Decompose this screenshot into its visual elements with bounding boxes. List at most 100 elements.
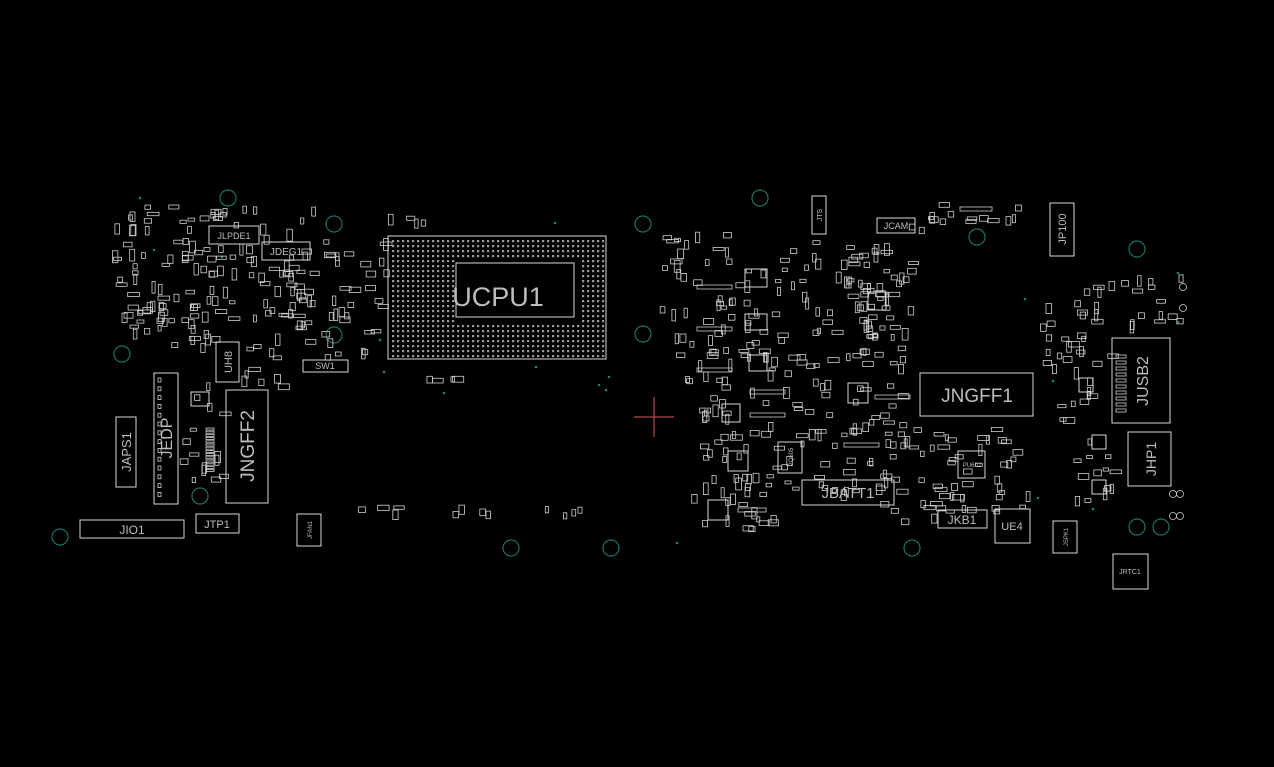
jspk1-label: JSPK1 — [1064, 527, 1070, 546]
jbatt1-label: JBATT1 — [821, 485, 874, 502]
bga-ball — [417, 325, 420, 328]
bga-ball — [587, 295, 590, 298]
bga-ball — [427, 300, 430, 303]
bga-ball — [522, 355, 525, 358]
bga-ball — [417, 270, 420, 273]
bga-ball — [482, 250, 485, 253]
jedp-connector[interactable]: JEDP — [153, 372, 179, 505]
smd-pad — [784, 370, 792, 378]
bga-ball — [497, 325, 500, 328]
bga-ball — [537, 345, 540, 348]
bga-ball — [472, 335, 475, 338]
uh8-chip[interactable]: UH8 — [215, 341, 240, 383]
jts-connector[interactable]: JTS — [811, 195, 827, 235]
smd-pad — [898, 363, 904, 375]
smd-pad — [325, 253, 337, 258]
smd-pad — [113, 256, 122, 261]
bga-ball — [412, 305, 415, 308]
bga-ball — [587, 280, 590, 283]
smd-pad — [899, 356, 906, 364]
connector-pin — [157, 403, 162, 409]
jfan1-connector[interactable]: JFAN1 — [296, 513, 322, 547]
jtp1-connector[interactable]: JTP1 — [195, 513, 240, 534]
smd-pad — [954, 454, 964, 460]
smd-pad — [263, 299, 268, 309]
bga-ball — [432, 340, 435, 343]
ucpu1-package[interactable]: UCPU1 — [387, 235, 607, 360]
smd-pad — [884, 431, 893, 436]
ue4-chip[interactable]: UE4 — [994, 508, 1031, 544]
jbatt1-connector[interactable]: JBATT1 — [801, 479, 895, 506]
smd-pad — [853, 398, 859, 406]
smd-pad — [206, 382, 211, 391]
jhp1-connector[interactable]: JHP1 — [1127, 431, 1172, 487]
bga-ball — [587, 315, 590, 318]
smd-pad — [344, 312, 350, 320]
smd-pad — [1137, 275, 1142, 287]
bga-ball — [392, 240, 395, 243]
bga-ball — [562, 240, 565, 243]
bga-ball — [507, 255, 510, 258]
smd-pad — [862, 360, 874, 367]
connector-pin — [1115, 360, 1127, 365]
bga-ball — [412, 320, 415, 323]
jlpde1-connector[interactable]: JLPDE1 — [208, 225, 260, 245]
jrtc1-connector[interactable]: JRTC1 — [1112, 553, 1149, 590]
bga-ball — [432, 310, 435, 313]
jspk1-connector[interactable]: JSPK1 — [1052, 520, 1078, 554]
smd-pad — [868, 314, 878, 320]
connector-pin — [205, 433, 215, 437]
smd-pad — [327, 338, 334, 348]
bga-ball — [392, 320, 395, 323]
connector-pin — [157, 386, 162, 392]
japs1-connector[interactable]: JAPS1 — [115, 416, 137, 488]
smd-pad — [685, 376, 690, 383]
mounting-hole — [325, 326, 343, 344]
bga-ball — [432, 245, 435, 248]
bga-ball — [492, 350, 495, 353]
smd-pad — [860, 387, 872, 392]
jtp1-label: JTP1 — [204, 519, 230, 531]
bga-ball — [427, 325, 430, 328]
smd-pad — [703, 371, 709, 382]
ic-package — [1091, 479, 1107, 495]
jio1-connector[interactable]: JIO1 — [79, 519, 185, 539]
jkb1-connector[interactable]: JKB1 — [937, 509, 988, 529]
jp100-connector[interactable]: JP100 — [1049, 202, 1075, 257]
smd-pad — [1107, 353, 1119, 359]
smd-pad — [203, 247, 211, 252]
jcam-connector[interactable]: JCAM — [876, 217, 916, 234]
bga-ball — [587, 300, 590, 303]
bga-ball — [542, 335, 545, 338]
smd-pad — [907, 267, 917, 275]
bga-ball — [392, 280, 395, 283]
smd-pad — [228, 316, 241, 321]
mounting-hole — [602, 539, 620, 557]
jngff1-connector[interactable]: JNGFF1 — [919, 372, 1034, 417]
smd-pad — [328, 311, 334, 321]
pq605-label: PQ605 — [789, 447, 795, 466]
bga-ball — [602, 325, 605, 328]
bga-ball — [602, 350, 605, 353]
jngff2-connector[interactable]: JNGFF2 — [225, 389, 269, 504]
bga-ball — [582, 325, 585, 328]
pq605-chip[interactable]: PQ605 — [777, 441, 803, 474]
smd-pad — [804, 408, 815, 415]
smd-pad — [920, 450, 925, 458]
jdeg1-connector[interactable]: JDEG1 — [261, 241, 311, 261]
pu602-chip[interactable]: PU602 — [957, 450, 986, 479]
bga-ball — [492, 250, 495, 253]
bga-ball — [462, 335, 465, 338]
bga-ball — [392, 255, 395, 258]
sw1-switch[interactable]: SW1 — [302, 359, 349, 373]
smd-pad — [852, 489, 860, 494]
jusb2-connector[interactable]: JUSB2 — [1111, 337, 1171, 424]
bga-ball — [587, 310, 590, 313]
bga-ball — [452, 320, 455, 323]
bga-ball — [557, 255, 560, 258]
smd-pad — [1097, 286, 1102, 298]
smd-pad — [716, 377, 723, 384]
bga-ball — [532, 340, 535, 343]
